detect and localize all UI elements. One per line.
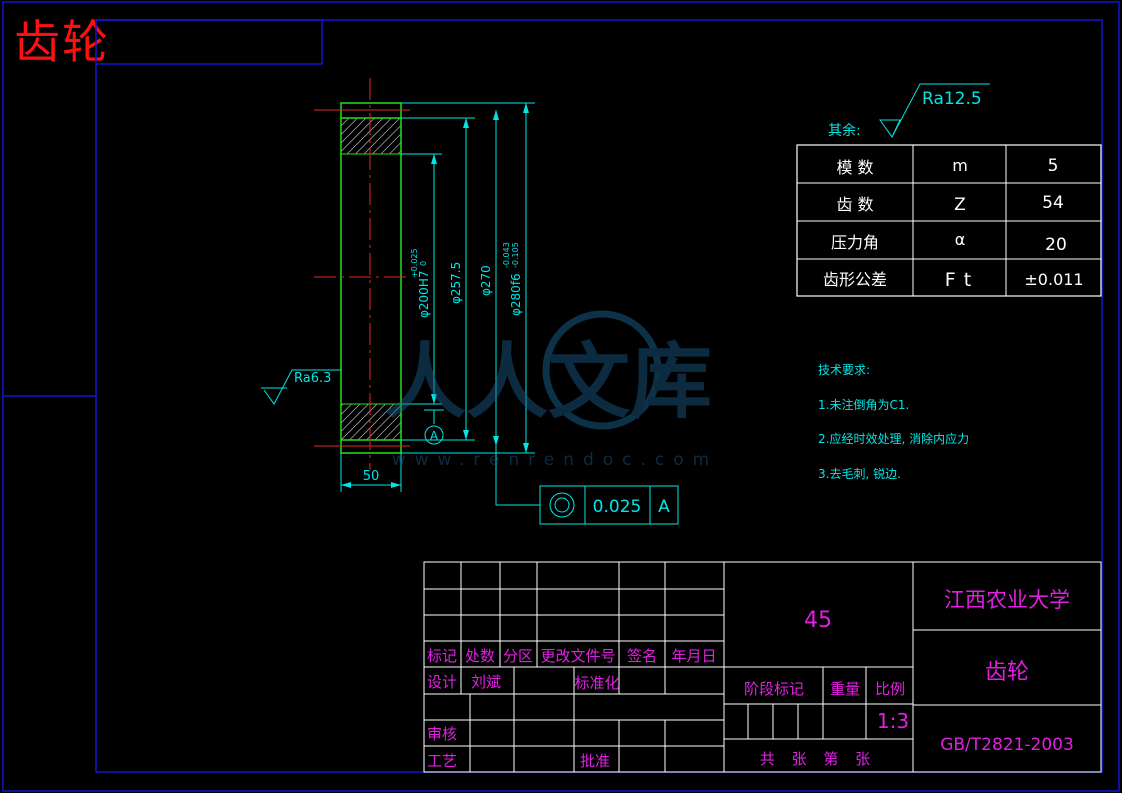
- param-symbol-1: Z: [954, 195, 966, 215]
- tech-req-heading: 技术要求:: [818, 363, 870, 377]
- header-doc: 更改文件号: [540, 647, 615, 665]
- dim-bore-tol-upper: +0.025: [410, 248, 419, 278]
- surface-finish-side-icon: [261, 369, 341, 405]
- stage-label: 阶段标记: [744, 680, 804, 698]
- scale-value: 1:3: [877, 709, 909, 733]
- tech-requirements: 技术要求: 1.未注倒角为C1. 2.应经时效处理, 消除内应力 3.去毛刺, …: [818, 363, 969, 481]
- dim-d2: φ270: [479, 265, 493, 296]
- surface-finish-other: Ra12.5: [922, 89, 982, 109]
- standardize-label: 标准化: [574, 674, 619, 692]
- process-label: 工艺: [427, 752, 457, 770]
- watermark: 人人文库 www.renrendoc.com: [384, 310, 719, 470]
- designer-name: 刘斌: [471, 673, 501, 691]
- param-name-2: 压力角: [831, 233, 879, 252]
- rim-hatch-top: [340, 117, 402, 155]
- dim-tip: φ280f6: [509, 273, 523, 316]
- param-value-0: 5: [1048, 156, 1059, 176]
- standard-number: GB/T2821-2003: [940, 735, 1074, 755]
- dimensions: [261, 83, 990, 506]
- drawing-title: 齿轮: [14, 15, 110, 69]
- datum-circle: [424, 425, 444, 445]
- header-date: 年月日: [671, 647, 716, 665]
- param-value-1: 54: [1042, 193, 1064, 213]
- weight-label: 重量: [830, 680, 860, 698]
- param-name-1: 齿 数: [836, 195, 873, 214]
- dim-d1: φ257.5: [449, 262, 463, 304]
- title-block: [423, 561, 1102, 773]
- param-value-3: ±0.011: [1024, 270, 1083, 289]
- tolerance-frame: 0.025 A: [539, 485, 679, 525]
- dimension-arrows: [341, 103, 529, 488]
- datum-letter: A: [430, 429, 439, 443]
- watermark-circle: [542, 310, 662, 430]
- param-name-3: 齿形公差: [823, 270, 887, 289]
- header-mark: 标记: [427, 647, 457, 665]
- param-name-0: 模 数: [836, 158, 873, 177]
- scale-label: 比例: [875, 680, 905, 698]
- review-label: 审核: [427, 725, 457, 743]
- watermark-text: 人人文库: [384, 335, 712, 430]
- watermark-url: www.renrendoc.com: [392, 450, 719, 470]
- surface-finish-side: Ra6.3: [294, 371, 331, 386]
- part-name: 齿轮: [985, 660, 1029, 685]
- tech-req-item-2: 2.应经时效处理, 消除内应力: [818, 431, 969, 446]
- title-block-texts: 45 江西农业大学 齿轮 GB/T2821-2003 标记 处数 分区 更改文件…: [427, 588, 1074, 770]
- material: 45: [804, 608, 832, 633]
- approve-label: 批准: [580, 752, 610, 770]
- gear-outline: [340, 102, 402, 454]
- tech-req-item-3: 3.去毛刺, 锐边.: [818, 467, 901, 481]
- tech-req-item-1: 1.未注倒角为C1.: [818, 397, 909, 412]
- concentricity-icon: [549, 492, 575, 518]
- dim-width: 50: [363, 469, 380, 484]
- rim-hatch-bottom: [340, 403, 402, 441]
- design-label: 设计: [427, 673, 457, 691]
- dim-tip-tol-upper: -0.043: [502, 242, 511, 268]
- param-value-2: 20: [1045, 235, 1067, 255]
- header-zone: 分区: [503, 647, 533, 665]
- dim-bore-tol-lower: 0: [419, 261, 428, 266]
- surface-finish-other-icon: [879, 83, 990, 138]
- gear-section: [314, 78, 410, 470]
- dim-bore: φ200H7: [417, 271, 431, 318]
- param-symbol-0: m: [952, 156, 968, 175]
- tolerance-value: 0.025: [593, 497, 642, 517]
- school-name: 江西农业大学: [944, 588, 1070, 612]
- header-sign: 签名: [627, 647, 657, 665]
- tolerance-datum: A: [658, 497, 670, 517]
- dim-tip-tol-lower: -0.105: [511, 242, 520, 268]
- sheets-text: 共 张 第 张: [760, 750, 876, 768]
- param-symbol-2: α: [955, 230, 966, 249]
- header-count: 处数: [465, 647, 495, 665]
- other-surfaces-label: 其余:: [828, 122, 861, 139]
- param-table: 模 数 m 5 齿 数 Z 54 压力角 α 20 齿形公差 Ft ±0.011: [796, 144, 1102, 297]
- param-symbol-3: Ft: [945, 269, 979, 291]
